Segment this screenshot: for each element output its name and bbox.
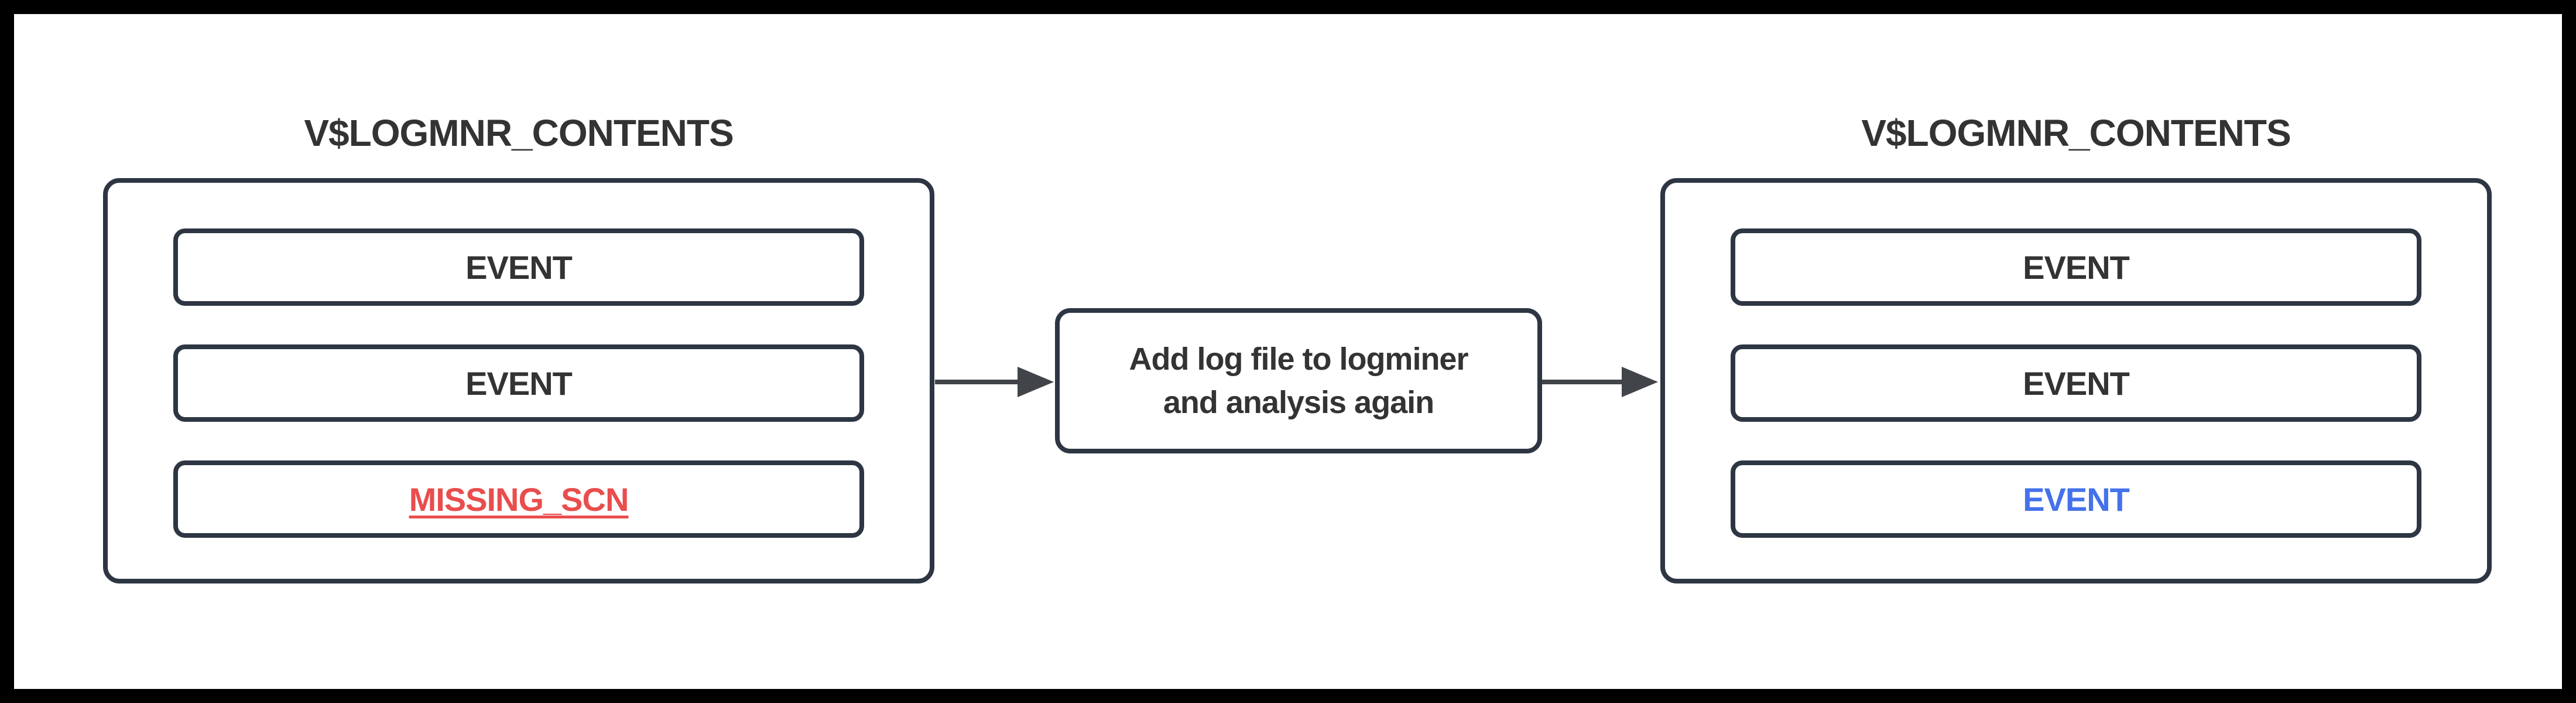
row-label: EVENT: [2023, 364, 2130, 402]
row-label-recovered-event: EVENT: [2023, 480, 2130, 518]
left-table-row-event-1: EVENT: [173, 228, 864, 306]
connector-left-to-process: [935, 380, 1022, 384]
row-label-missing-scn: MISSING_SCN: [409, 480, 629, 518]
left-table-row-event-2: EVENT: [173, 344, 864, 422]
arrowhead-right-icon: [1622, 367, 1658, 397]
row-label: EVENT: [465, 248, 573, 286]
right-table-row-event-1: EVENT: [1731, 228, 2421, 306]
right-table-panel: EVENT EVENT EVENT: [1660, 178, 2492, 583]
right-table-title: V$LOGMNR_CONTENTS: [1861, 112, 2291, 154]
process-step-text-line-1: Add log file to logminer: [1129, 342, 1469, 377]
left-table-panel: EVENT EVENT MISSING_SCN: [103, 178, 934, 583]
row-label: EVENT: [2023, 248, 2130, 286]
row-label: EVENT: [465, 364, 573, 402]
left-table-row-missing-scn: MISSING_SCN: [173, 460, 864, 538]
left-table-title: V$LOGMNR_CONTENTS: [304, 112, 734, 154]
right-table-row-event-2: EVENT: [1731, 344, 2421, 422]
right-table-row-event-3: EVENT: [1731, 460, 2421, 538]
process-step-box: Add log file to logminer and analysis ag…: [1055, 308, 1542, 453]
arrowhead-right-icon: [1018, 367, 1054, 397]
connector-process-to-right: [1542, 380, 1625, 384]
process-step-text-line-2: and analysis again: [1163, 385, 1434, 420]
